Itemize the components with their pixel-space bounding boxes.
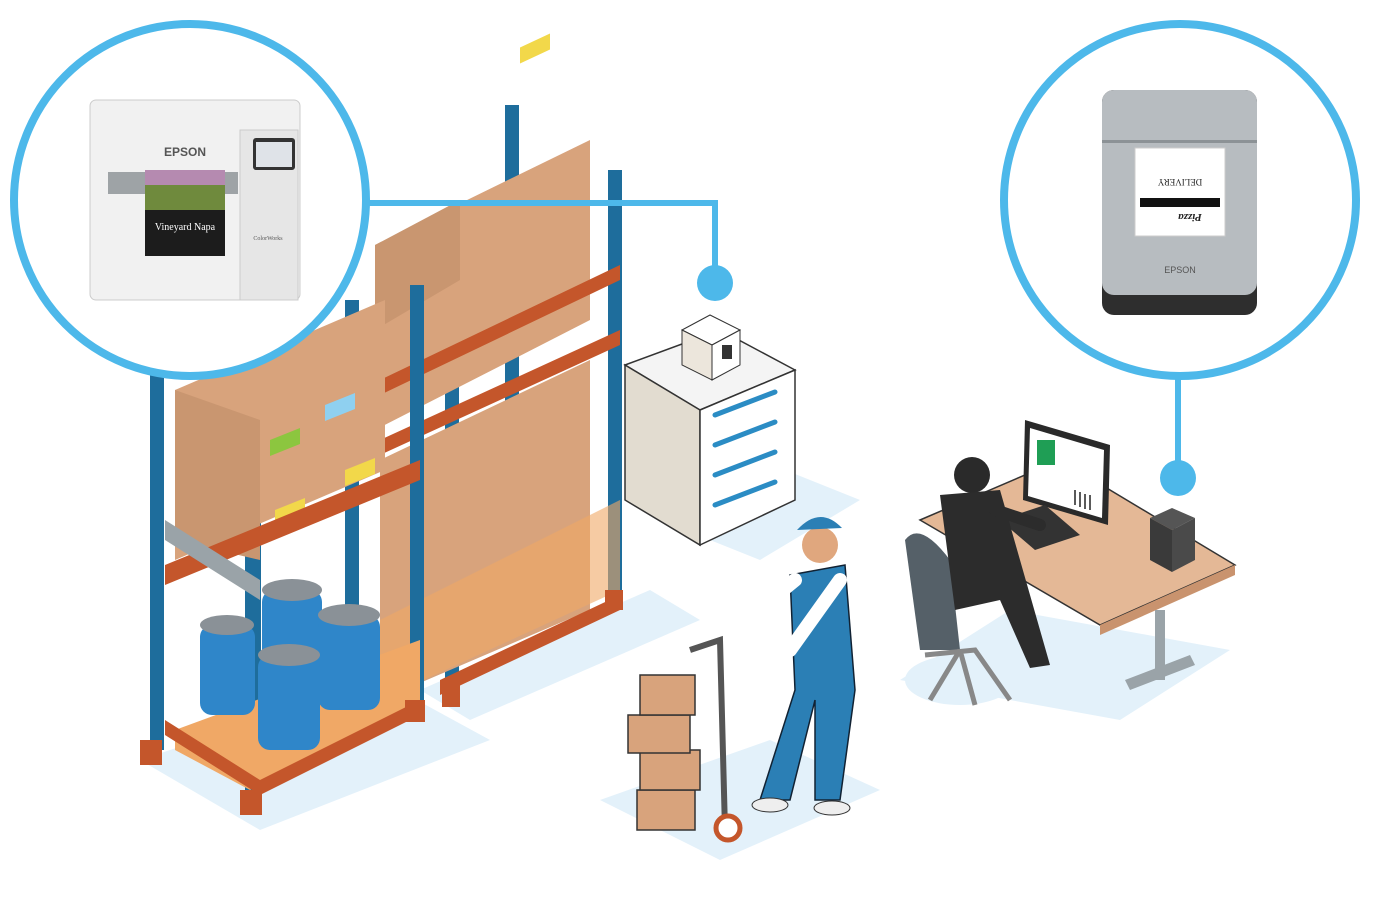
callout-dot-cabinet-printer (697, 265, 733, 301)
receipt-heading: DELIVERY (1157, 177, 1202, 187)
callout-dot-desk-printer (1160, 460, 1196, 496)
callout-receipt-printer: DELIVERY Pizza EPSON (1000, 20, 1360, 380)
callout-colorworks-printer: Vineyard Napa EPSON ColorWorks (10, 20, 370, 380)
barrels (200, 579, 380, 750)
rack-back (375, 33, 623, 707)
label-title: Vineyard Napa (155, 222, 216, 233)
cabinet (623, 314, 797, 547)
receipt-logo: Pizza (1178, 211, 1202, 223)
printer-brand-left: EPSON (164, 145, 206, 159)
printer-model: ColorWorks (253, 236, 283, 242)
rack-front (140, 285, 425, 815)
office-desk (905, 420, 1237, 706)
printer-brand-right: EPSON (1164, 265, 1196, 275)
worker-with-hand-truck (627, 516, 856, 843)
